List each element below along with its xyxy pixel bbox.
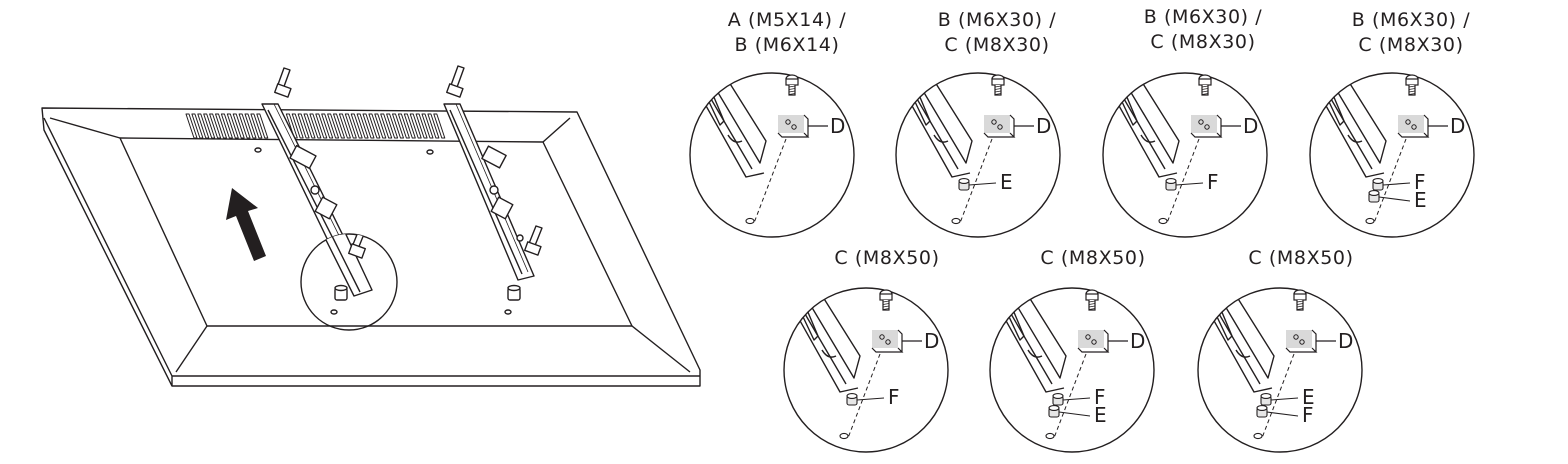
detail-view-1: D [689,72,855,238]
callout-label: E [1414,188,1427,212]
mounting-hole-icon [745,217,755,225]
detail-caption-3: B (M6X30) /C (M8X30) [1143,6,1263,53]
vent-slot [333,113,345,139]
vent-slot [303,113,316,139]
mounting-hole-icon [1253,432,1263,440]
vent-slot [368,113,381,139]
vent-slot [309,113,322,139]
detail-view-5: DF [783,287,949,453]
vent-slot [315,113,328,139]
tv-bevel-lines [49,117,691,373]
vent-slots [185,113,446,139]
washer-plate [1078,330,1104,348]
callout-label: E [1000,170,1013,194]
callout-label: E [1094,403,1107,427]
vent-slot [191,113,204,139]
callout-label: E [1302,385,1315,409]
vent-slot [415,113,428,139]
vent-slot [226,113,239,139]
detail-caption-6: C (M8X50) [1040,247,1146,269]
detail-view-2: DE [895,72,1061,238]
mounting-hole-icon [951,217,961,225]
vent-slot [433,113,446,139]
vent-slot [386,113,399,139]
detail-view-3: DF [1102,72,1268,238]
callout-label: D [830,114,845,138]
vent-slot [238,113,251,139]
vent-slot [421,113,434,139]
mounting-hole-icon [1158,217,1168,225]
vent-slot [321,113,334,139]
vent-slot [244,113,257,139]
vent-slot [356,113,369,139]
vent-slot [392,113,404,139]
vent-slot [197,113,210,139]
vent-slot [232,113,245,139]
vent-slot [380,113,393,139]
mounting-hole-icon [839,432,849,440]
vent-slot [285,113,298,139]
tv-edge-thickness [43,117,700,386]
mounting-hole-icon [1365,217,1375,225]
right-mounting-arm [443,103,535,281]
vent-slot [350,113,363,139]
detail-caption-7: C (M8X50) [1248,247,1354,269]
vent-slot [338,113,351,139]
washer-plate [1286,330,1312,348]
washer-plate [778,115,804,133]
callout-label: D [1243,114,1258,138]
detail-caption-2: B (M6X30) /C (M8X30) [937,9,1057,56]
detail-view-7: D EF [1197,287,1363,453]
callout-label: D [1130,329,1145,353]
washer-plate [984,115,1010,133]
vent-slot [215,113,227,139]
vent-slot [374,113,387,139]
detail-magnifier [300,233,398,331]
vent-slot [427,113,440,139]
vent-slot [250,113,263,139]
tv-inner-panel [119,137,633,327]
lower-right-screw [504,225,543,315]
callout-label: F [1414,170,1426,194]
callout-label: D [1036,114,1051,138]
callout-label: D [924,329,939,353]
vent-slot [409,113,422,139]
callout-label: D [1450,114,1465,138]
vent-slot [344,113,357,139]
vent-slot [297,113,310,139]
callout-label: F [1207,170,1219,194]
washer-plate [872,330,898,348]
vent-slot [256,113,269,139]
detail-view-4: D FE [1309,72,1475,238]
detail-view-6: D FE [989,287,1155,453]
tv-overview [41,65,701,387]
vent-slot [203,113,216,139]
vent-slot [397,113,410,139]
detail-caption-5: C (M8X50) [834,247,940,269]
washer-plate [1398,115,1424,133]
detail-caption-4: B (M6X30) /C (M8X30) [1351,9,1471,56]
callout-label: F [888,385,900,409]
vent-slot [362,113,375,139]
vent-slot [403,113,416,139]
callout-label: F [1094,385,1106,409]
top-left-screw [254,67,292,153]
direction-arrow-icon [226,188,266,261]
vent-slot [220,113,233,139]
vent-slot [291,113,304,139]
top-right-screw [426,65,465,155]
mounting-hole-icon [1045,432,1055,440]
vent-slot [327,113,340,139]
washer-plate [1191,115,1217,133]
detail-caption-1: A (M5X14) /B (M6X14) [727,9,847,56]
vent-slot [209,113,222,139]
callout-label: F [1302,403,1314,427]
callout-label: D [1338,329,1353,353]
magnifier-contents [321,234,373,315]
vent-slot [185,113,198,139]
